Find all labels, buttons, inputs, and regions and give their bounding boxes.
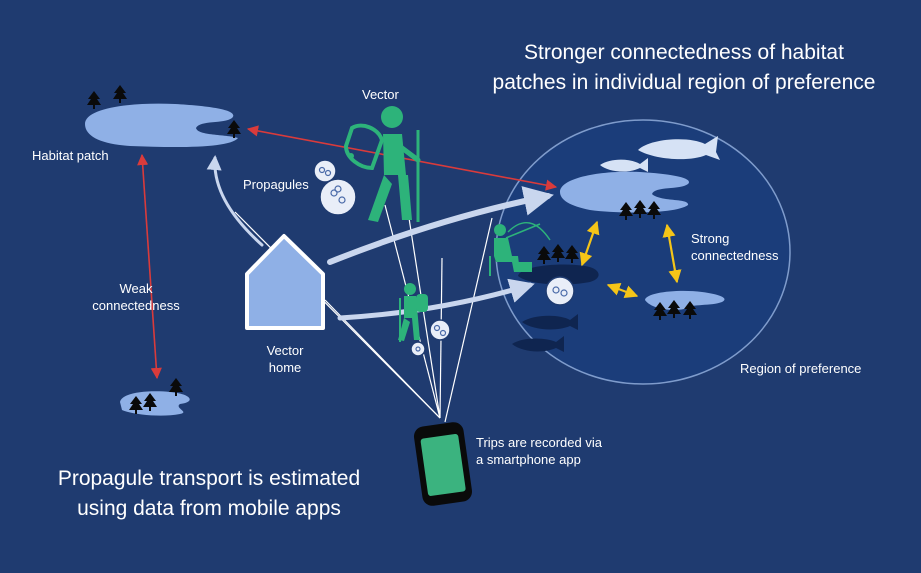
vector-home-line-2: home xyxy=(245,359,325,376)
label-vector: Vector xyxy=(362,86,399,103)
tree-icon-group xyxy=(653,300,697,320)
caption-line-1: Propagule transport is estimated xyxy=(14,464,404,494)
label-trips-recorded: Trips are recorded via a smartphone app xyxy=(476,434,602,468)
tree-icon-group xyxy=(537,244,579,264)
trips-line-2: a smartphone app xyxy=(476,451,602,468)
diagram-title: Stronger connectedness of habitat patche… xyxy=(468,38,900,98)
title-line-2: patches in individual region of preferen… xyxy=(468,68,900,98)
weak-line-1: Weak xyxy=(86,280,186,297)
vector-home-line-1: Vector xyxy=(245,342,325,359)
label-habitat-patch: Habitat patch xyxy=(32,147,109,164)
habitat-patch-topleft xyxy=(85,104,238,147)
strong-line-1: Strong xyxy=(691,230,778,247)
trips-line-1: Trips are recorded via xyxy=(476,434,602,451)
label-strong-connectedness: Strong connectedness xyxy=(691,230,778,264)
hiker-icon xyxy=(346,106,418,222)
label-weak-connectedness: Weak connectedness xyxy=(86,280,186,314)
weak-line-2: connectedness xyxy=(86,297,186,314)
caption: Propagule transport is estimated using d… xyxy=(14,464,404,524)
label-vector-home: Vector home xyxy=(245,342,325,376)
caption-line-2: using data from mobile apps xyxy=(14,494,404,524)
title-line-1: Stronger connectedness of habitat xyxy=(468,38,900,68)
smartphone-icon xyxy=(413,421,474,507)
strong-line-2: connectedness xyxy=(691,247,778,264)
house-icon xyxy=(247,236,323,328)
label-region-of-preference: Region of preference xyxy=(740,360,861,377)
label-propagules: Propagules xyxy=(243,176,309,193)
tree-icon-group xyxy=(619,200,661,220)
